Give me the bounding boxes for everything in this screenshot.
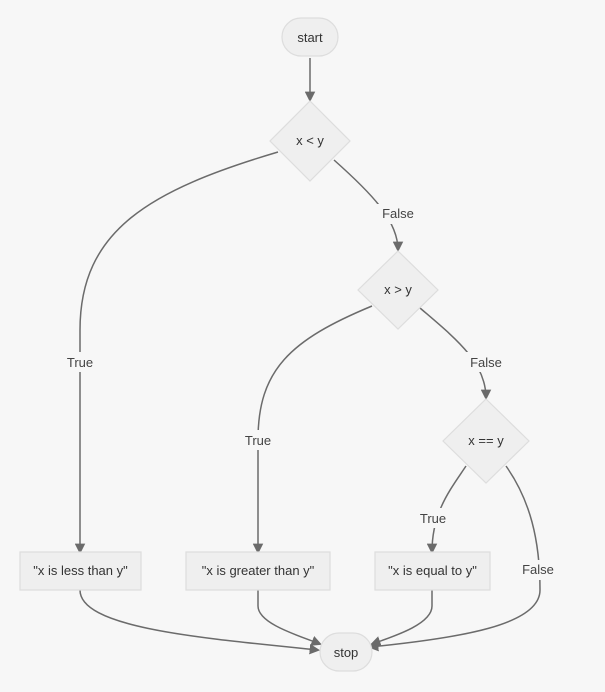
node-out-less-label: "x is less than y" [33, 563, 128, 578]
edges [74, 58, 541, 655]
edge-label-eq-true: True [420, 511, 446, 526]
edge-gt-false [419, 307, 492, 401]
node-cond-gt-label: x > y [384, 282, 412, 297]
node-cond-gt: x > y [357, 250, 439, 330]
edge-eq-true [426, 465, 467, 555]
edge-label-lt-false: False [382, 206, 414, 221]
node-stop: stop [319, 632, 373, 672]
node-start: start [281, 17, 339, 57]
node-cond-eq-label: x == y [468, 433, 504, 448]
edge-greater-to-stop [257, 590, 322, 646]
node-cond-eq: x == y [442, 398, 530, 484]
edge-label-eq-false: False [522, 562, 554, 577]
node-out-greater-label: "x is greater than y" [202, 563, 315, 578]
node-out-equal-label: "x is equal to y" [388, 563, 477, 578]
edge-gt-true [252, 305, 373, 555]
edge-lt-true [74, 151, 279, 555]
edge-less-to-stop [79, 589, 321, 655]
edge-label-lt-true: True [67, 355, 93, 370]
edge-label-gt-false: False [470, 355, 502, 370]
node-stop-label: stop [334, 645, 359, 660]
node-out-less: "x is less than y" [19, 551, 142, 591]
edge-eq-false [367, 465, 541, 652]
node-start-label: start [297, 30, 323, 45]
node-cond-lt: x < y [269, 100, 351, 182]
node-out-greater: "x is greater than y" [185, 551, 331, 591]
node-out-equal: "x is equal to y" [374, 551, 491, 591]
node-cond-lt-label: x < y [296, 133, 324, 148]
edge-labels: True False True False True False [60, 204, 561, 580]
edge-equal-to-stop [370, 590, 433, 647]
edge-label-gt-true: True [245, 433, 271, 448]
